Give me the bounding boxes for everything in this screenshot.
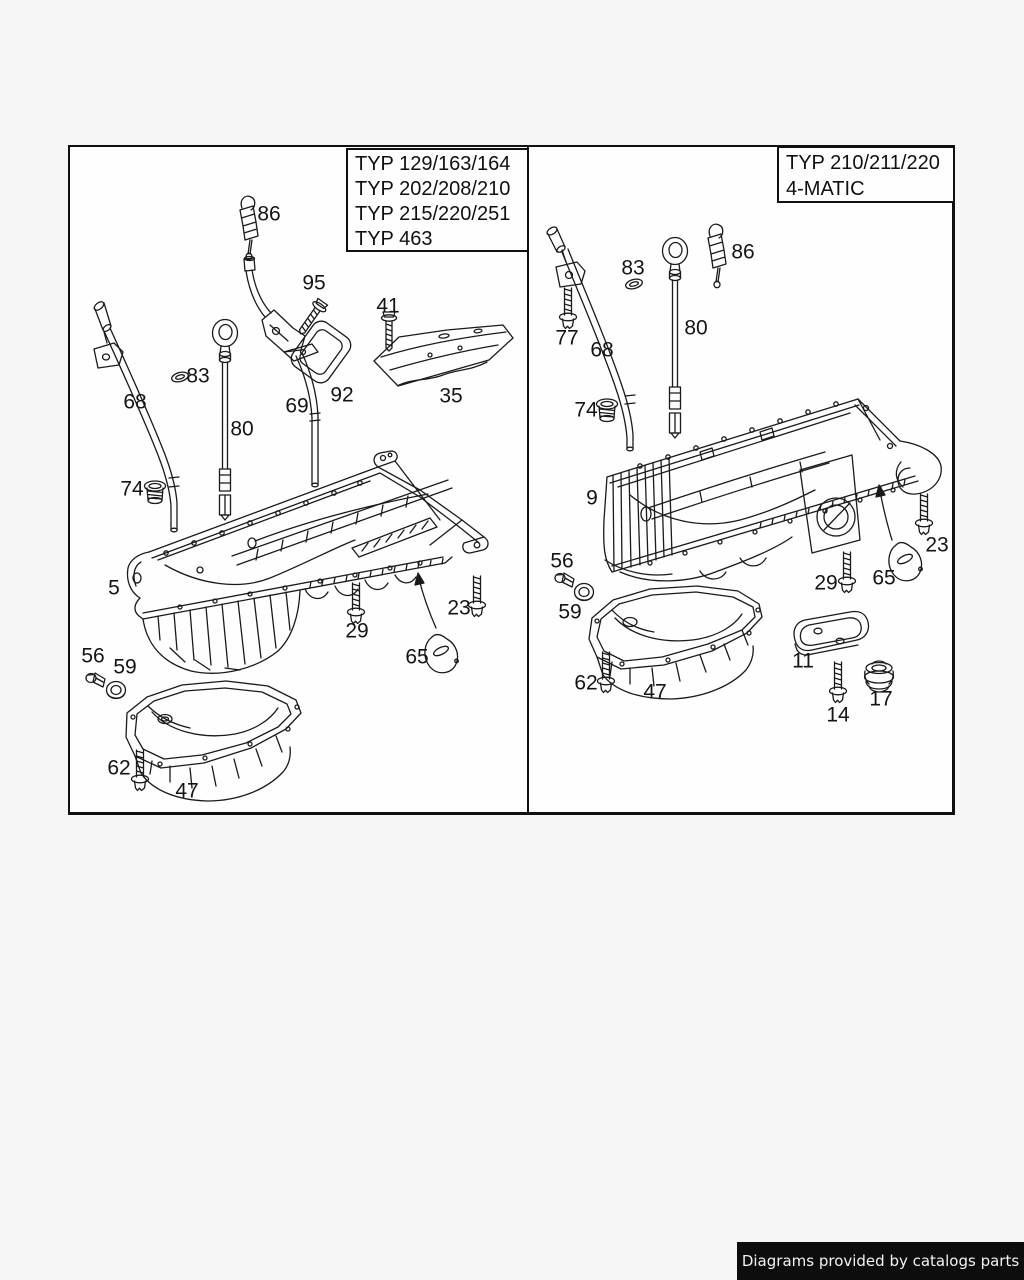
right-screw-77-drawing (558, 287, 578, 330)
right-cover-65-drawing (876, 485, 923, 582)
right-dipstick-tube-68-drawing (546, 225, 635, 450)
left-cover-65-drawing (415, 573, 459, 674)
right-gasket-plate-11-drawing (794, 611, 868, 654)
left-dipstick-tube-68-drawing (93, 300, 179, 532)
left-part-label-74: 74 (120, 477, 144, 501)
right-title-line-2: 4-MATIC (786, 178, 865, 200)
right-seal-ring-59-drawing (573, 582, 595, 602)
left-title-line-2: TYP 202/208/210 (355, 178, 511, 200)
right-lower-oil-pan-47-drawing (589, 586, 762, 699)
left-panel-title-box: TYP 129/163/164 TYP 202/208/210 TYP 215/… (346, 148, 529, 252)
right-part-label-74: 74 (574, 398, 598, 422)
right-part-label-83: 83 (621, 256, 645, 280)
right-screw-14-drawing (828, 661, 848, 704)
left-part-label-69: 69 (285, 394, 309, 418)
right-part-label-29: 29 (814, 571, 838, 595)
right-part-label-17: 17 (869, 687, 893, 711)
left-screw-95-drawing (293, 296, 330, 339)
left-part-label-56: 56 (81, 644, 105, 668)
right-panel-title-box: TYP 210/211/220 4-MATIC (777, 146, 955, 203)
left-part-label-5: 5 (108, 576, 120, 600)
right-plug-74-drawing (595, 398, 619, 423)
left-screw-41-drawing (380, 311, 398, 352)
right-part-label-65: 65 (872, 566, 896, 590)
left-part-label-80: 80 (230, 417, 254, 441)
left-part-label-65: 65 (405, 645, 429, 669)
left-part-label-47: 47 (175, 779, 199, 803)
right-part-label-47: 47 (643, 680, 667, 704)
left-part-label-59: 59 (113, 655, 137, 679)
left-seal-ring-59-drawing (105, 680, 127, 700)
left-lower-oil-pan-47-drawing (126, 681, 301, 801)
left-title-line-4: TYP 463 (355, 228, 433, 250)
right-upper-oil-pan-9-drawing (604, 399, 942, 581)
left-part-label-68: 68 (123, 390, 147, 414)
right-part-label-23: 23 (925, 533, 949, 557)
right-plug-56-drawing (554, 572, 575, 588)
right-part-label-56: 56 (550, 549, 574, 573)
left-part-label-23: 23 (447, 596, 471, 620)
right-part-label-68: 68 (590, 338, 614, 362)
right-part-label-14: 14 (826, 703, 850, 727)
footer-attribution-bar: Diagrams provided by catalogs parts (737, 1242, 1024, 1280)
left-part-label-92: 92 (330, 383, 354, 407)
right-part-label-11: 11 (792, 649, 814, 673)
panel-divider (527, 145, 529, 815)
diagram-line-art (85, 195, 955, 815)
right-screw-23-drawing (914, 493, 934, 536)
right-sensor-86-drawing (707, 223, 727, 289)
footer-attribution-text: Diagrams provided by catalogs parts (741, 1252, 1020, 1270)
left-title-line-3: TYP 215/220/251 (355, 203, 511, 225)
left-baffle-plate-35-drawing (374, 325, 513, 386)
right-screw-29-drawing (837, 551, 857, 594)
diagram-frame (68, 145, 955, 815)
left-part-label-86: 86 (257, 202, 281, 226)
left-part-label-83: 83 (186, 364, 210, 388)
left-panel-art (85, 195, 513, 801)
left-part-label-62: 62 (107, 756, 131, 780)
left-part-label-41: 41 (376, 294, 400, 318)
right-part-label-59: 59 (558, 600, 582, 624)
left-plug-74-drawing (143, 480, 167, 505)
left-screw-23-drawing (467, 575, 487, 618)
left-part-label-29: 29 (345, 619, 369, 643)
right-panel-art (546, 223, 942, 704)
left-gasket-92-drawing (287, 317, 354, 387)
right-part-label-9: 9 (586, 486, 598, 510)
right-part-label-86: 86 (731, 240, 755, 264)
left-title-line-1: TYP 129/163/164 (355, 153, 511, 175)
left-part-label-35: 35 (439, 384, 463, 408)
right-part-label-62: 62 (574, 671, 598, 695)
right-seal-17-drawing (865, 661, 894, 692)
left-screw-29-drawing (346, 582, 366, 625)
left-part-label-95: 95 (302, 271, 326, 295)
left-plug-56-drawing (85, 672, 106, 688)
left-sensor-86-drawing (239, 195, 259, 261)
right-title-line-1: TYP 210/211/220 (786, 152, 940, 174)
right-part-label-77: 77 (555, 326, 579, 350)
left-upper-oil-pan-5-drawing (128, 451, 489, 673)
right-part-label-80: 80 (684, 316, 708, 340)
